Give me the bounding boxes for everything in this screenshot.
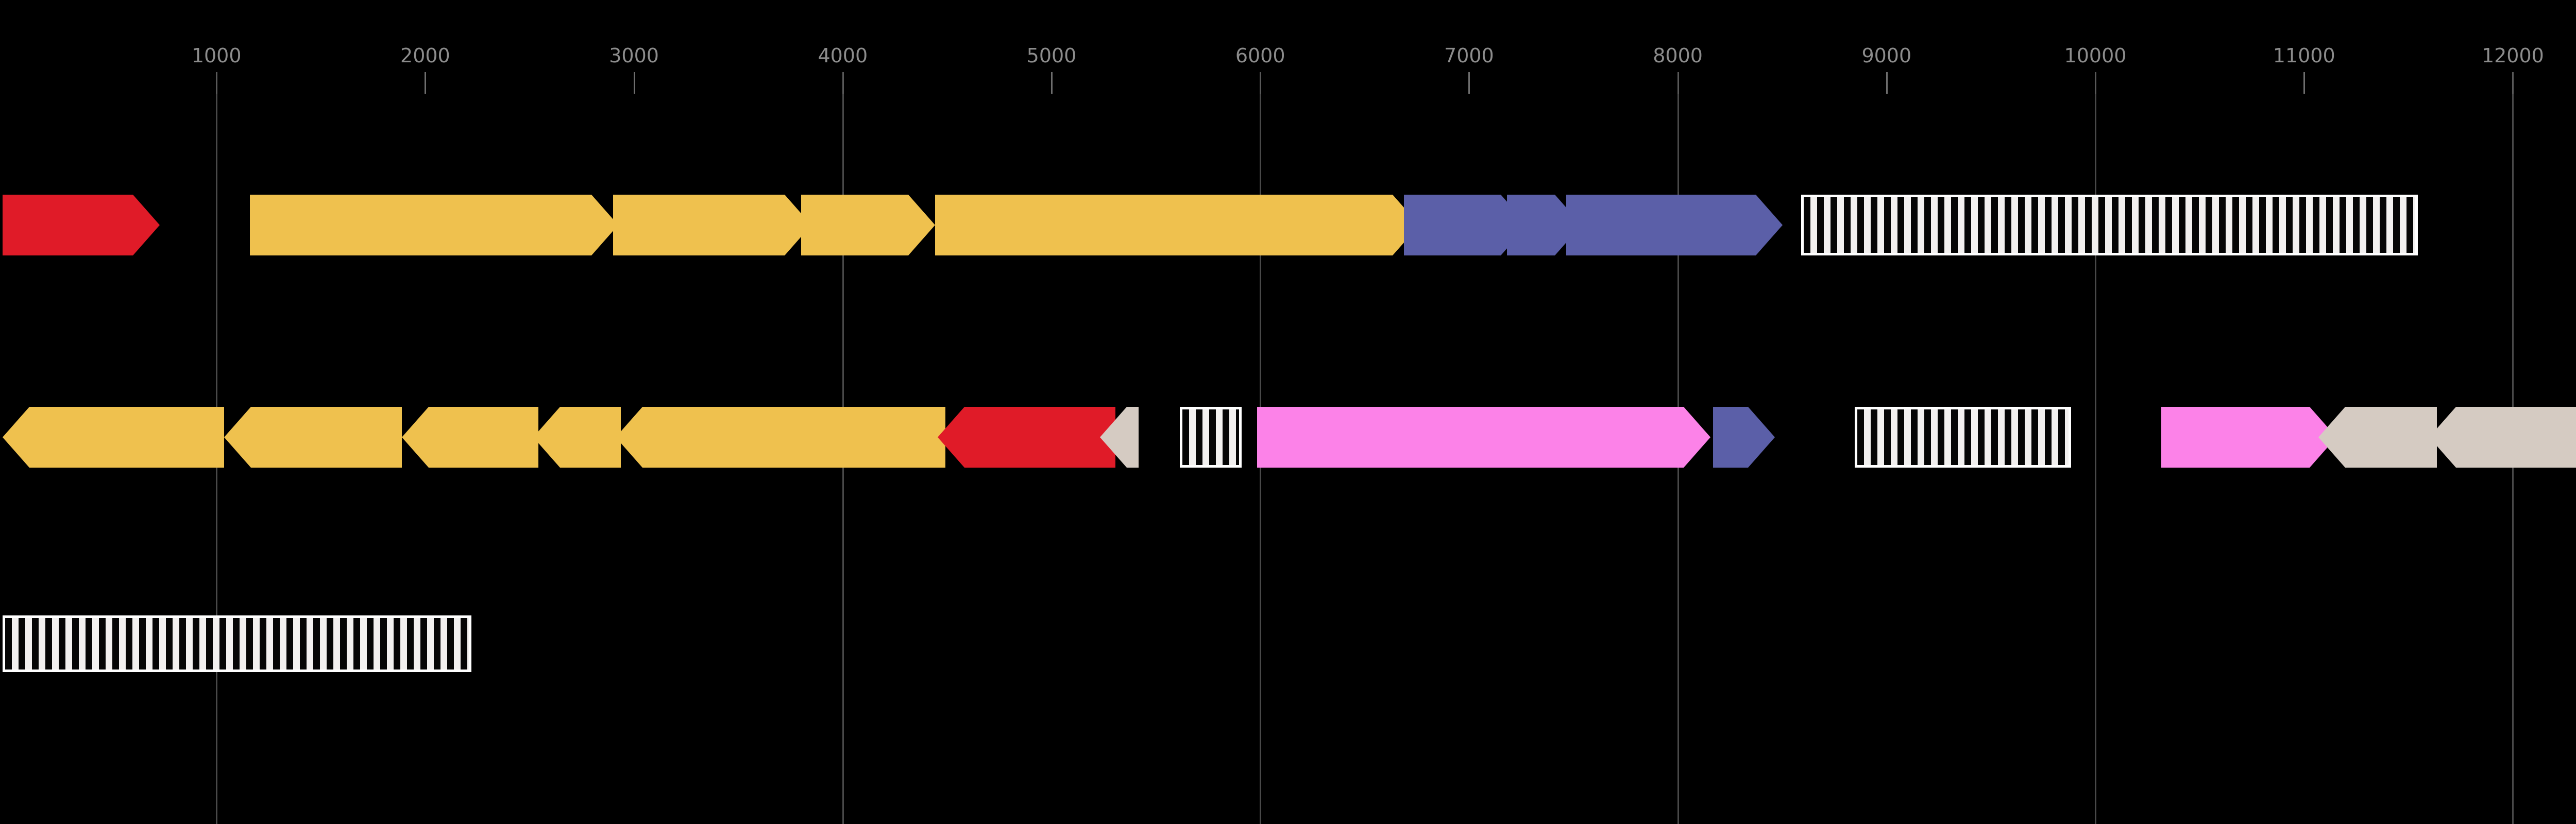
gene-2-11[interactable] — [2318, 407, 2437, 468]
hatch-pattern — [1857, 409, 2069, 465]
gridline-10000 — [2095, 72, 2096, 824]
gene-2-4[interactable] — [533, 407, 621, 468]
domain-2-2[interactable] — [1855, 407, 2071, 468]
axis-tick-mark-5000 — [1051, 72, 1053, 94]
gene-2-3[interactable] — [402, 407, 538, 468]
gene-2-7[interactable] — [1100, 407, 1139, 468]
axis-tick-mark-3000 — [633, 72, 635, 94]
axis-tick-mark-9000 — [1886, 72, 1888, 94]
track-2 — [0, 407, 2576, 468]
axis-tick-mark-7000 — [1468, 72, 1470, 94]
gene-1-1[interactable] — [3, 195, 160, 255]
gene-1-7[interactable] — [1507, 195, 1582, 255]
axis-tick-label-10000: 10000 — [2064, 44, 2127, 67]
gene-1-2[interactable] — [250, 195, 618, 255]
hatch-pattern — [1804, 197, 2415, 253]
gene-1-3[interactable] — [613, 195, 811, 255]
axis-tick-label-4000: 4000 — [818, 44, 868, 67]
gene-1-5[interactable] — [935, 195, 1419, 255]
axis-tick-label-5000: 5000 — [1026, 44, 1077, 67]
gene-2-10[interactable] — [2161, 407, 2336, 468]
axis-tick-label-7000: 7000 — [1444, 44, 1494, 67]
domain-3-1[interactable] — [3, 615, 471, 672]
gene-2-8[interactable] — [1257, 407, 1710, 468]
axis-tick-label-6000: 6000 — [1235, 44, 1285, 67]
axis-tick-mark-2000 — [425, 72, 427, 94]
axis-tick-mark-11000 — [2303, 72, 2306, 94]
hatch-pattern — [5, 618, 469, 670]
track-1 — [0, 195, 2576, 255]
gene-1-4[interactable] — [801, 195, 935, 255]
gene-2-1[interactable] — [3, 407, 224, 468]
gene-1-6[interactable] — [1404, 195, 1528, 255]
gene-1-8[interactable] — [1566, 195, 1783, 255]
axis-tick-label-3000: 3000 — [609, 44, 659, 67]
gene-2-5[interactable] — [616, 407, 945, 468]
axis-tick-label-2000: 2000 — [400, 44, 450, 67]
gene-2-6[interactable] — [938, 407, 1115, 468]
gene-2-2[interactable] — [224, 407, 402, 468]
gene-2-12[interactable] — [2429, 407, 2576, 468]
track-3 — [0, 615, 2576, 672]
domain-2-1[interactable] — [1180, 407, 1242, 468]
axis-tick-label-8000: 8000 — [1653, 44, 1703, 67]
axis-tick-label-12000: 12000 — [2481, 44, 2544, 67]
axis-tick-label-1000: 1000 — [191, 44, 242, 67]
axis-tick-label-9000: 9000 — [1861, 44, 1912, 67]
domain-1-1[interactable] — [1801, 195, 2418, 255]
gene-2-9[interactable] — [1713, 407, 1775, 468]
hatch-pattern — [1182, 409, 1239, 465]
axis-tick-label-11000: 11000 — [2273, 44, 2335, 67]
